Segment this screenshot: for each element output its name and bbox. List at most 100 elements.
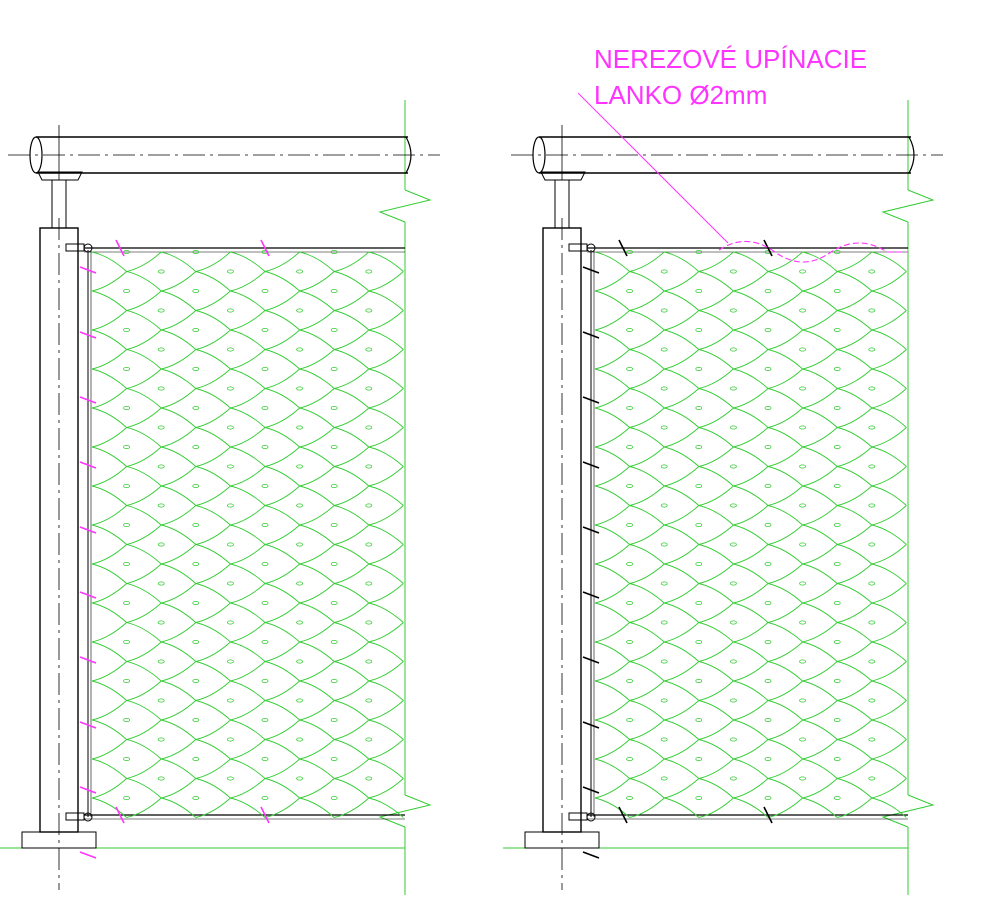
mesh-ferrule	[868, 464, 876, 469]
mesh-ferrule	[226, 425, 234, 430]
lacing-clip	[582, 331, 600, 339]
mesh-ferrule	[764, 718, 772, 723]
mesh-ferrule	[764, 562, 772, 567]
mesh-ferrule	[764, 288, 772, 293]
mesh-ferrule	[296, 581, 304, 586]
mesh-ferrule	[261, 796, 269, 801]
mesh-ferrule	[799, 347, 806, 352]
mesh-ferrule	[660, 347, 668, 352]
mesh-ferrule	[123, 288, 130, 293]
tension-fitting-top	[568, 243, 588, 252]
mesh-ferrule	[660, 542, 668, 547]
mesh-ferrule	[730, 308, 737, 313]
lacing-clip-bottom	[763, 806, 773, 824]
mesh-ferrule	[868, 581, 876, 586]
mesh-net	[594, 251, 907, 818]
mesh-ferrule	[261, 444, 269, 449]
mesh-ferrule	[660, 659, 668, 664]
mesh-ferrule	[330, 483, 338, 488]
lacing-clip-bottom	[260, 806, 270, 824]
mesh-ferrule	[660, 269, 668, 274]
mesh-ferrule	[764, 483, 772, 488]
mesh-ferrule	[296, 269, 304, 274]
mesh-ferrule	[157, 698, 165, 703]
lacing-clip	[582, 461, 600, 469]
mesh-ferrule	[226, 386, 234, 391]
mesh-ferrule	[157, 503, 165, 508]
mesh-ferrule	[330, 718, 338, 723]
mesh-ferrule	[296, 503, 304, 508]
mesh-ferrule	[330, 327, 338, 332]
mesh-ferrule	[695, 718, 703, 723]
mesh-ferrule	[730, 425, 737, 430]
mesh-ferrule	[799, 659, 806, 664]
mesh-ferrule	[764, 366, 772, 371]
lacing-clip-bottom	[618, 806, 628, 824]
annotation-leader-line	[577, 92, 729, 244]
mesh-ferrule	[365, 269, 373, 274]
mesh-ferrule	[799, 386, 806, 391]
mesh-ferrule	[799, 269, 806, 274]
mesh-ferrule	[626, 405, 633, 410]
mesh-ferrule	[157, 581, 165, 586]
mesh-ferrule	[833, 601, 841, 606]
mesh-ferrule	[868, 347, 876, 352]
mesh-ferrule	[626, 796, 633, 801]
mesh-ferrule	[157, 347, 165, 352]
break-symbol-bottom	[378, 794, 432, 828]
mesh-ferrule	[695, 796, 703, 801]
mesh-ferrule	[365, 425, 373, 430]
mesh-ferrule	[660, 581, 668, 586]
mesh-ferrule	[626, 366, 633, 371]
mesh-ferrule	[330, 405, 338, 410]
mesh-ferrule	[868, 776, 876, 781]
mesh-ferrule	[868, 542, 876, 547]
lacing-clip	[582, 526, 600, 534]
mesh-ferrule	[296, 659, 304, 664]
mesh-ferrule	[330, 679, 338, 684]
lacing-clip-top	[260, 239, 270, 257]
mesh-ferrule	[695, 444, 703, 449]
mesh-ferrule	[192, 444, 200, 449]
mesh-ferrule	[730, 542, 737, 547]
mesh-ferrule	[226, 269, 234, 274]
mesh-ferrule	[695, 249, 703, 254]
mesh-ferrule	[764, 327, 772, 332]
mesh-ferrule	[799, 425, 806, 430]
mesh-ferrule	[296, 464, 304, 469]
mesh-ferrule	[730, 698, 737, 703]
mesh-ferrule	[868, 308, 876, 313]
mesh-ferrule	[365, 659, 373, 664]
mesh-ferrule	[626, 327, 633, 332]
mesh-ferrule	[833, 327, 841, 332]
mesh-ferrule	[626, 562, 633, 567]
mesh-ferrule	[192, 679, 200, 684]
lacing-clip	[79, 721, 97, 729]
mesh-ferrule	[695, 327, 703, 332]
mesh-ferrule	[799, 698, 806, 703]
mesh-ferrule	[868, 386, 876, 391]
mesh-ferrule	[226, 620, 234, 625]
mesh-ferrule	[764, 523, 772, 528]
mesh-ferrule	[192, 249, 200, 254]
mesh-ferrule	[123, 562, 130, 567]
mesh-ferrule	[660, 386, 668, 391]
mesh-ferrule	[695, 562, 703, 567]
mesh-ferrule	[261, 483, 269, 488]
mesh-ferrule	[123, 640, 130, 645]
mesh-ferrule	[365, 737, 373, 742]
mesh-ferrule	[330, 757, 338, 762]
mesh-ferrule	[764, 640, 772, 645]
lacing-clip	[582, 266, 600, 274]
mesh-ferrule	[192, 523, 200, 528]
mesh-ferrule	[123, 327, 130, 332]
mesh-ferrule	[157, 737, 165, 742]
mesh-ferrule	[626, 640, 633, 645]
mesh-ferrule	[764, 601, 772, 606]
mesh-ferrule	[799, 737, 806, 742]
mesh-ferrule	[695, 405, 703, 410]
mesh-ferrule	[261, 405, 269, 410]
mesh-ferrule	[695, 288, 703, 293]
lacing-clip	[582, 656, 600, 664]
